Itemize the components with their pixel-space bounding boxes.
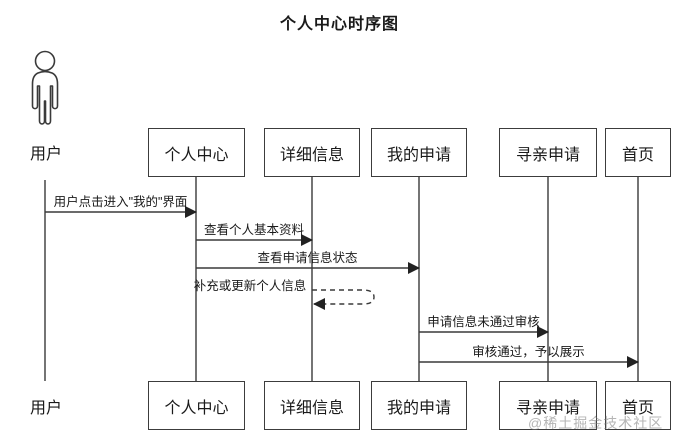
actor-label-bottom: 用户 (29, 400, 62, 417)
message-label-review-passed: 审核通过，予以展示 (472, 345, 585, 359)
message-label-enter-my-page: 用户点击进入"我的"界面 (53, 195, 188, 209)
participant-box-personal-center-top: 个人中心 (148, 128, 245, 177)
message-label-view-basic-info: 查看个人基本资料 (203, 223, 304, 237)
actor-person-icon (31, 50, 59, 125)
participant-box-my-application-top: 我的申请 (371, 128, 467, 177)
participant-box-detail-info-top: 详细信息 (264, 128, 360, 177)
participant-box-personal-center-bottom: 个人中心 (148, 381, 245, 430)
participant-box-my-application-bottom: 我的申请 (371, 381, 467, 430)
watermark-text: @稀土掘金技术社区 (528, 415, 664, 431)
message-arrow-update-personal-info-self-loop (312, 289, 375, 310)
message-label-view-application-status: 查看申请信息状态 (257, 251, 358, 265)
participant-box-family-search-top: 寻亲申请 (499, 128, 597, 177)
message-label-application-rejected: 申请信息未通过审核 (427, 315, 540, 329)
participant-box-detail-info-bottom: 详细信息 (264, 381, 360, 430)
participant-box-home-bottom: 首页 (605, 381, 671, 430)
participant-box-home-top: 首页 (605, 128, 671, 177)
diagram-title: 个人中心时序图 (279, 16, 399, 33)
actor-label-top: 用户 (29, 146, 62, 163)
participant-box-family-search-bottom: 寻亲申请 (499, 381, 597, 430)
message-label-update-personal-info: 补充或更新个人信息 (193, 279, 307, 293)
